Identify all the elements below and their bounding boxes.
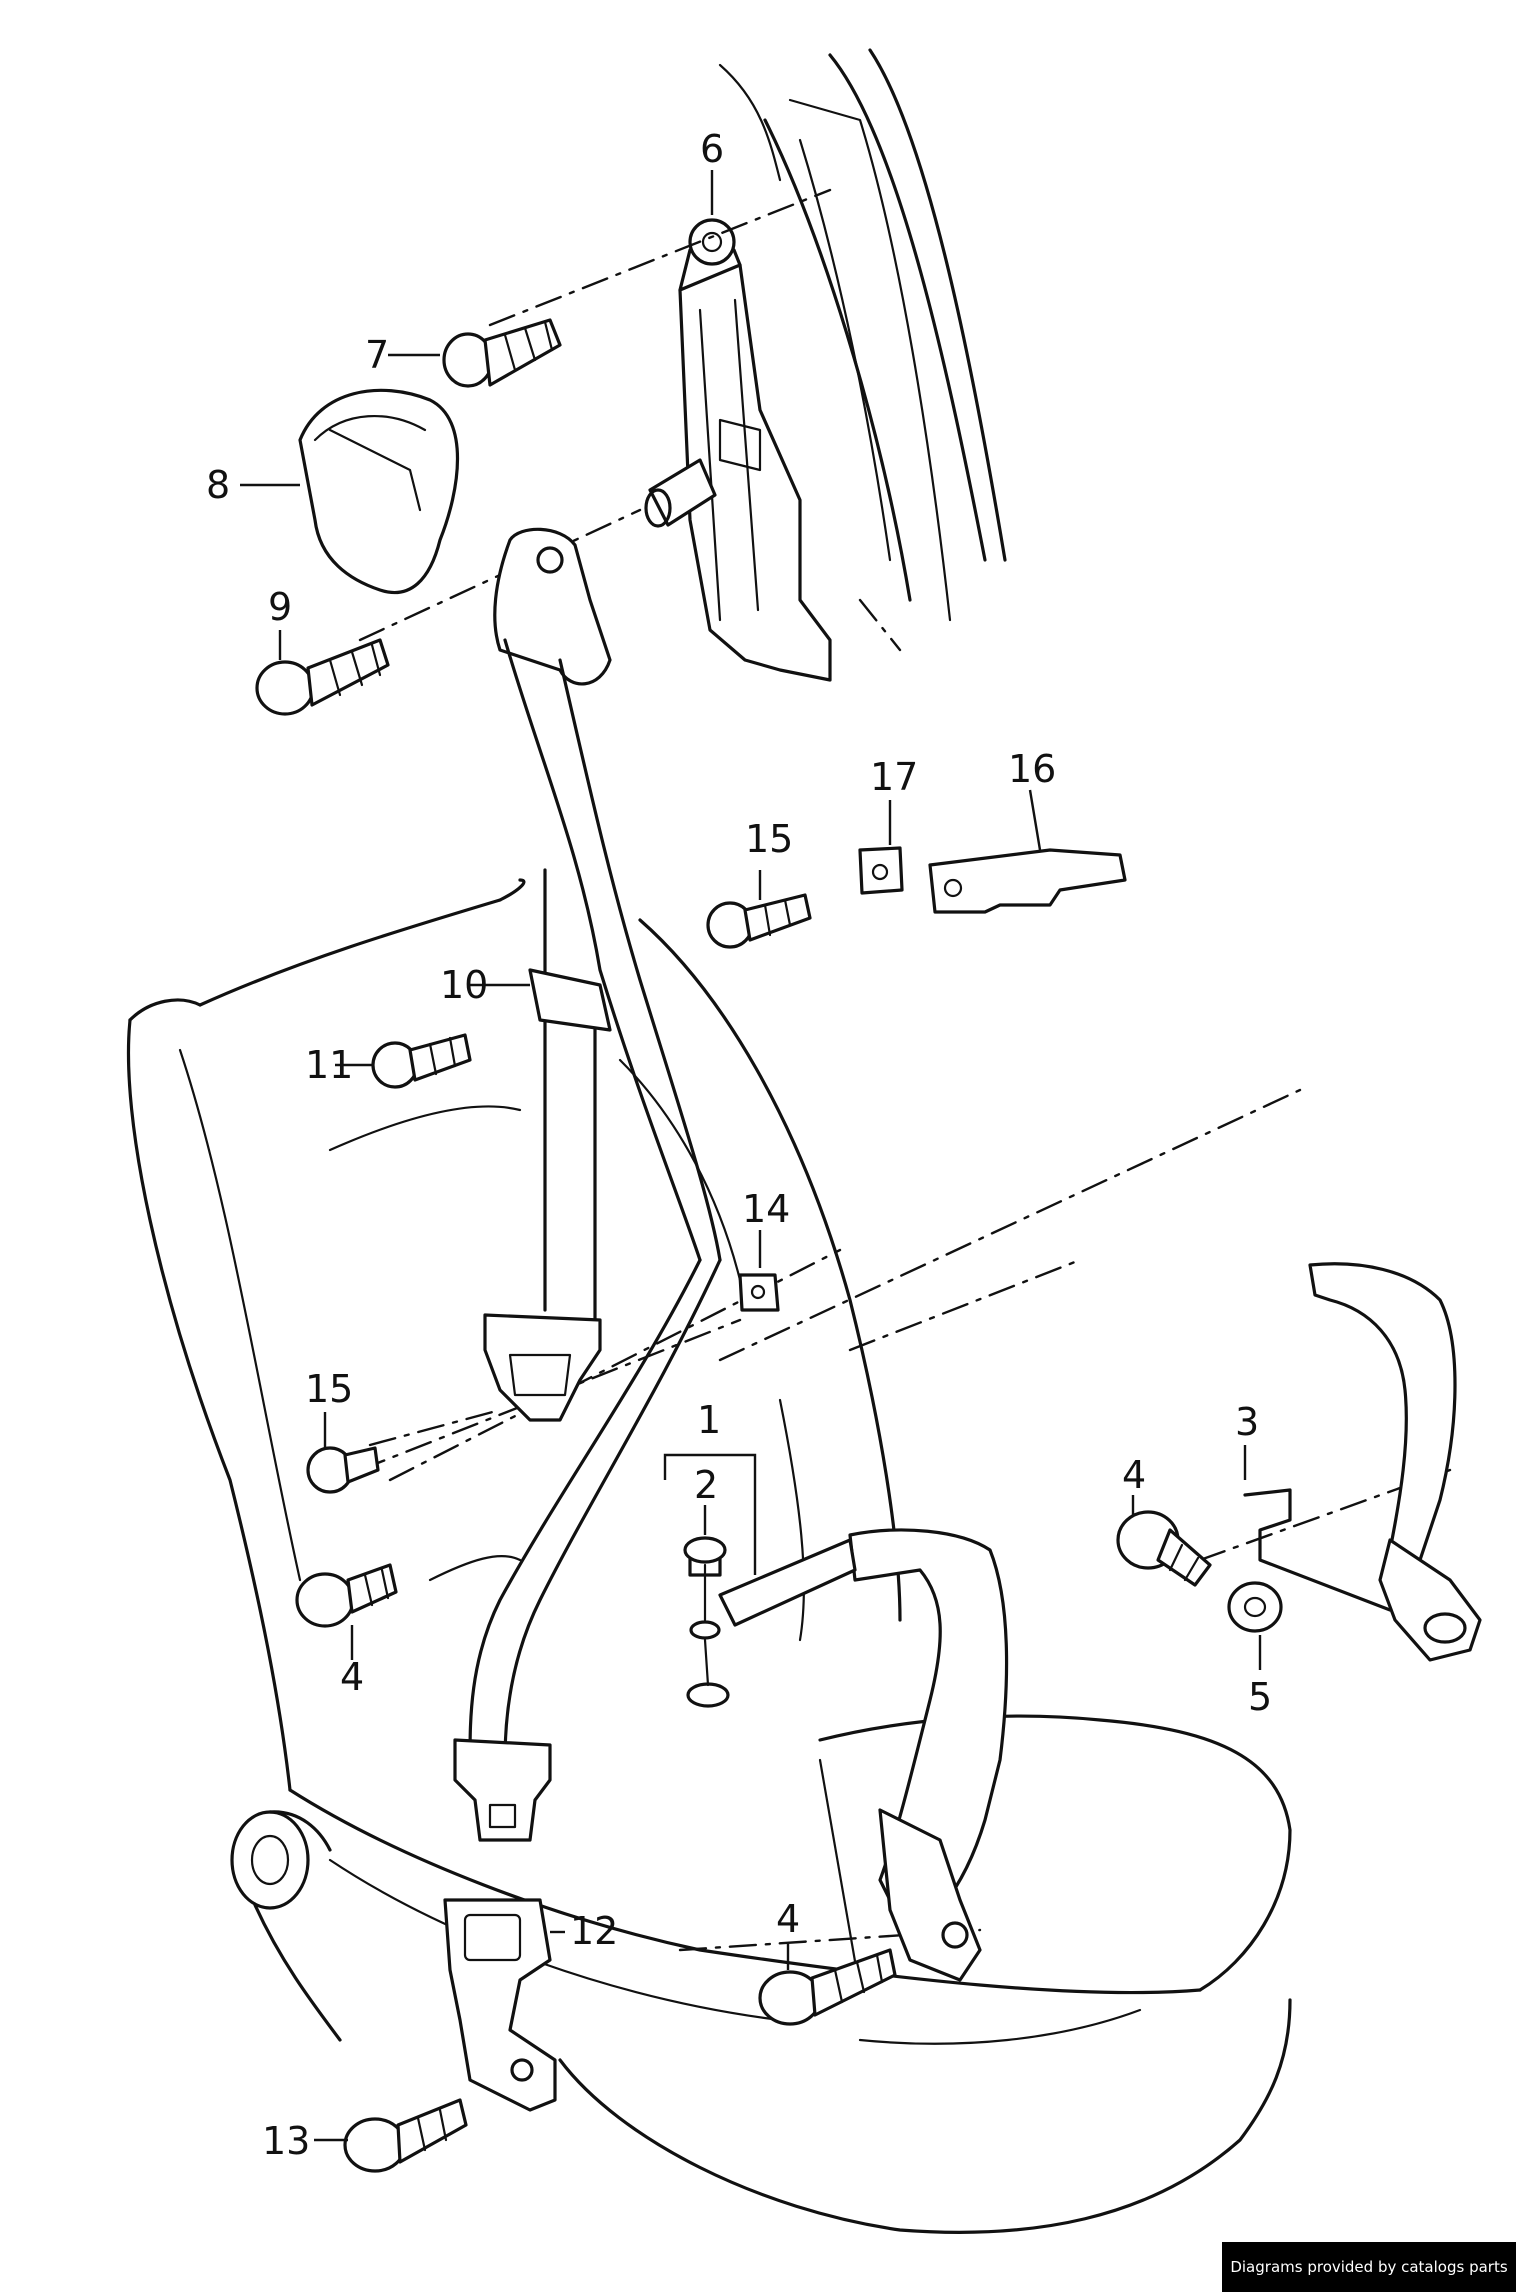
clip-nut-part-17 — [858, 846, 904, 895]
d-ring-guide — [493, 527, 612, 686]
floor-strap-part-3 — [1243, 1262, 1482, 1662]
callout-4-right: 4 — [1122, 1453, 1146, 1497]
callout-4-bottom: 4 — [776, 1897, 800, 1941]
bolt-part-4-bottom — [758, 1948, 897, 2026]
bolt-part-15-upper — [706, 893, 812, 949]
callout-6: 6 — [700, 127, 724, 171]
height-adjuster-rail — [678, 218, 832, 682]
b-pillar-frame — [718, 48, 1007, 652]
callout-13: 13 — [262, 2119, 310, 2163]
callout-10: 10 — [440, 963, 488, 1007]
bolt-part-7 — [442, 318, 562, 388]
seat-back — [126, 878, 902, 1792]
bolt-part-11 — [371, 1033, 472, 1089]
assembly-axis-lines — [358, 188, 1452, 1952]
bracket-part-16 — [928, 848, 1127, 914]
callout-3: 3 — [1235, 1400, 1259, 1444]
bolt-part-4-right — [1116, 1510, 1212, 1587]
belt-webbing — [468, 638, 722, 1762]
callout-2: 2 — [694, 1463, 718, 1507]
callout-7: 7 — [365, 333, 389, 377]
outer-lap-anchor-belt — [848, 1528, 1009, 1982]
bolt-part-13 — [343, 2098, 468, 2173]
buckle-part-12 — [443, 1898, 557, 2112]
clip-nut-part-14 — [738, 1273, 780, 1312]
callout-leaders — [240, 170, 1262, 2142]
anchor-bar-part-1 — [683, 1536, 857, 1708]
callout-4-left: 4 — [340, 1655, 364, 1699]
seat-cushion — [288, 1714, 1292, 2234]
callout-1: 1 — [697, 1398, 721, 1442]
adjuster-pin — [644, 458, 717, 528]
spacer-part-5 — [1227, 1581, 1283, 1633]
callout-17: 17 — [870, 755, 918, 799]
bolt-part-4-left — [295, 1563, 398, 1628]
callout-8: 8 — [206, 463, 230, 507]
recline-knob — [230, 1810, 342, 2042]
lower-slider-plate — [483, 1313, 602, 1422]
callout-12: 12 — [570, 1909, 618, 1953]
diagram-credit-badge: Diagrams provided by catalogs parts — [1222, 2242, 1516, 2292]
callout-16: 16 — [1008, 747, 1056, 791]
bolt-part-9 — [255, 638, 390, 716]
tongue-plate — [453, 1738, 552, 1842]
callout-11: 11 — [305, 1043, 353, 1087]
callout-5: 5 — [1248, 1675, 1272, 1719]
callout-labels: 6 7 8 9 10 11 14 15 17 16 15 4 1 2 3 4 5… — [206, 127, 1272, 2163]
callout-14: 14 — [742, 1187, 790, 1231]
callout-9: 9 — [268, 585, 292, 629]
belt-guide-part-10 — [528, 968, 612, 1032]
bolt-part-15-lower — [306, 1446, 380, 1494]
trim-cover-part-8 — [298, 388, 460, 595]
callout-15-lower: 15 — [305, 1367, 353, 1411]
callout-15-upper: 15 — [745, 817, 793, 861]
